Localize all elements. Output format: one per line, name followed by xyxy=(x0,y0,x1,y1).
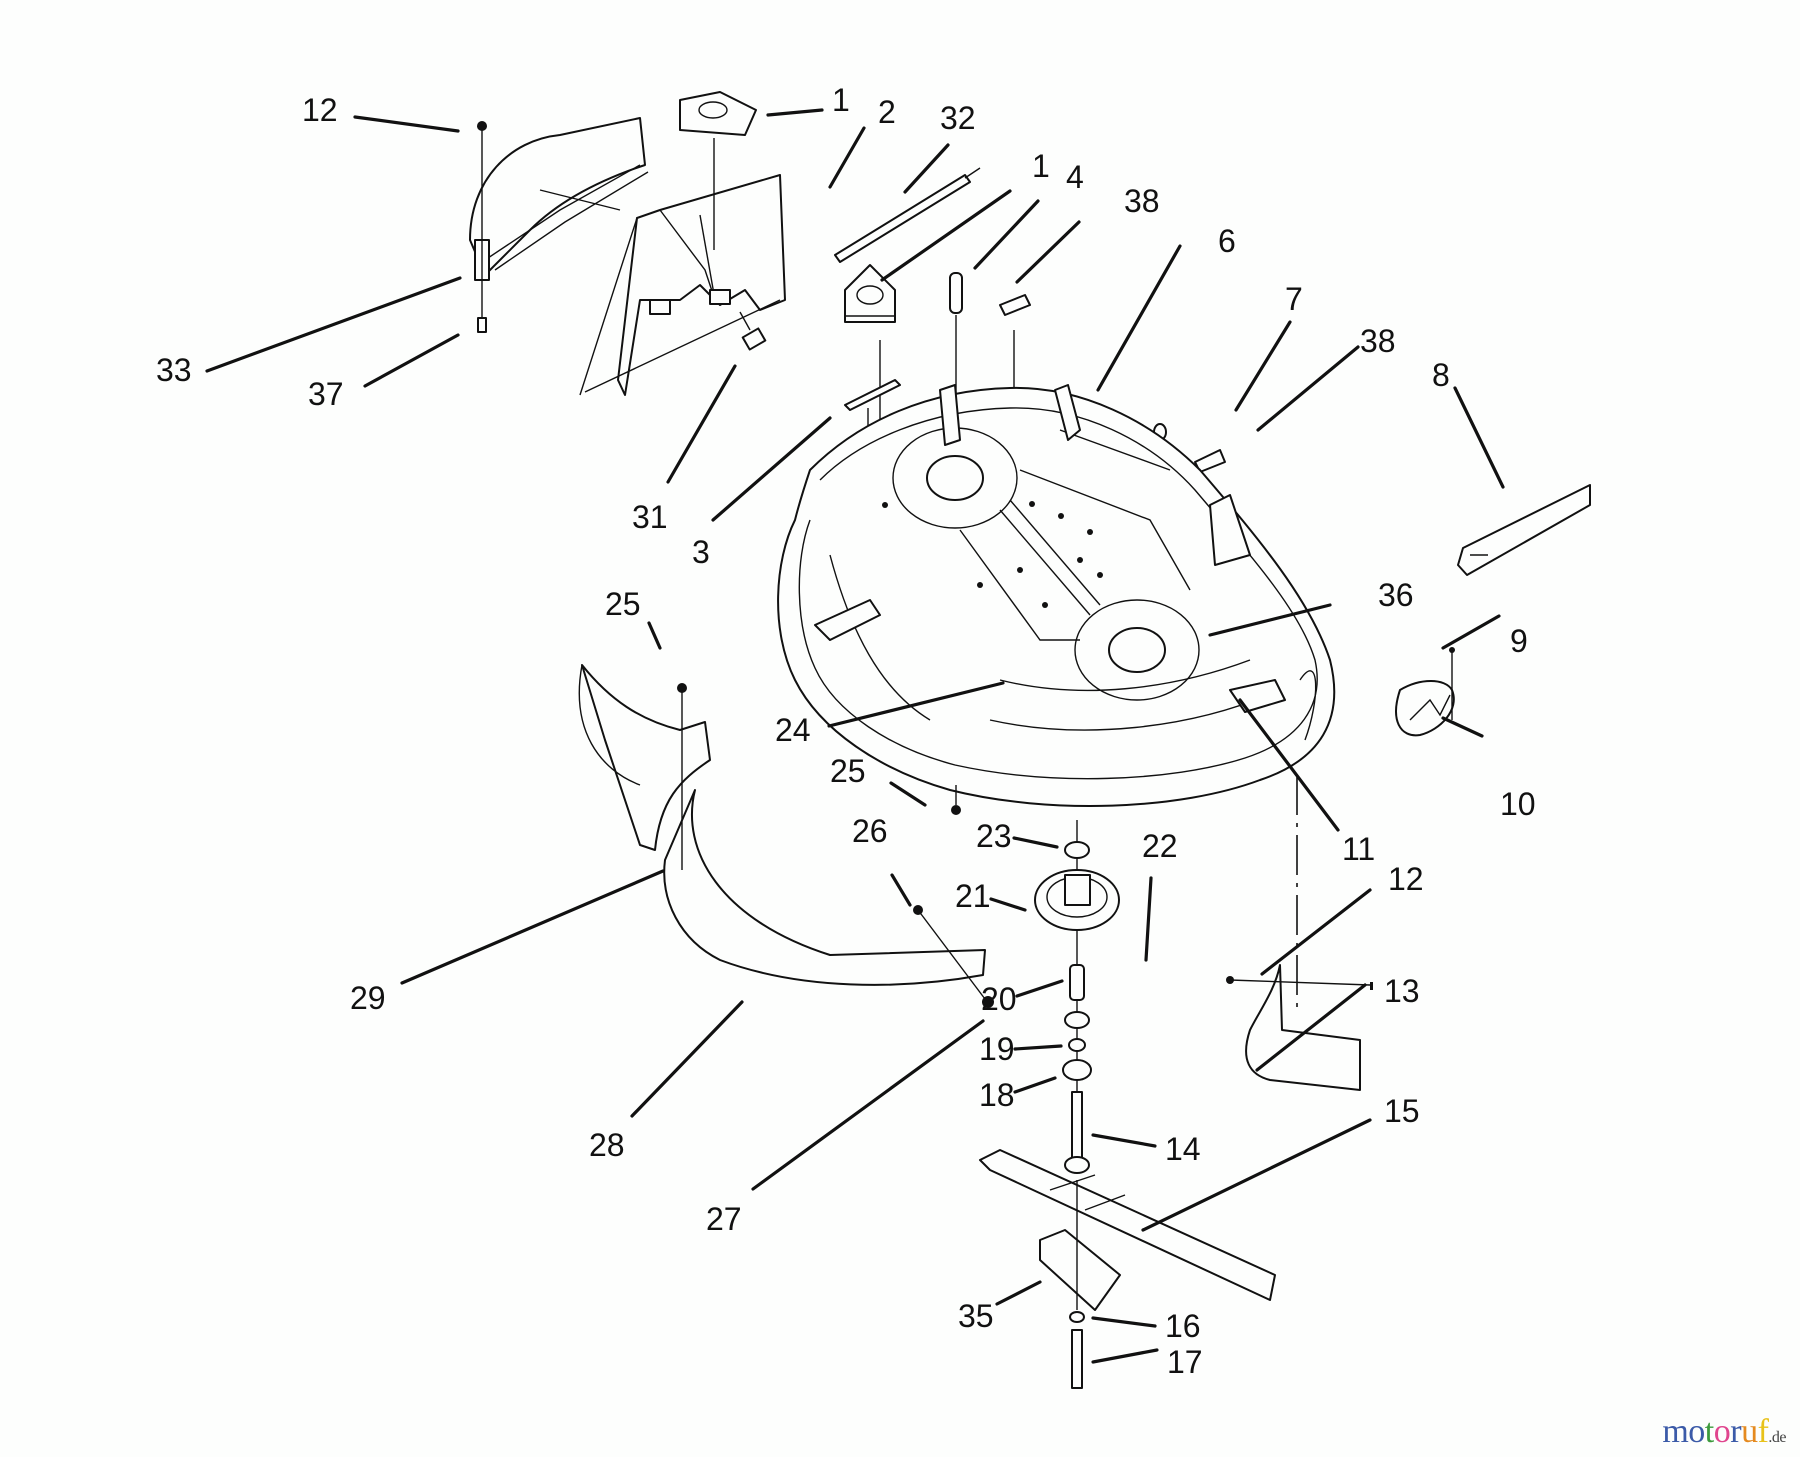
callout-16: 16 xyxy=(1165,1308,1201,1344)
callout-28: 28 xyxy=(589,1127,625,1163)
leader-lines xyxy=(205,108,1505,1364)
callout-13: 13 xyxy=(1384,973,1420,1009)
part-19-washer xyxy=(1068,1038,1086,1052)
callout-12-b: 12 xyxy=(1388,861,1424,897)
callout-14: 14 xyxy=(1165,1131,1201,1167)
callout-26: 26 xyxy=(852,813,888,849)
part-23-bearing xyxy=(1064,841,1090,859)
callout-15: 15 xyxy=(1384,1093,1420,1129)
part-16-washer xyxy=(1069,1311,1085,1323)
watermark-letters: motoruf xyxy=(1662,1413,1769,1450)
callout-32: 32 xyxy=(940,100,976,136)
watermark-letter: r xyxy=(1730,1413,1742,1450)
watermark-letter: o xyxy=(1713,1413,1731,1450)
part-33-deflector-bracket xyxy=(469,117,649,333)
callout-36: 36 xyxy=(1378,577,1414,613)
watermark-letter: u xyxy=(1741,1413,1758,1450)
callout-38: 38 xyxy=(1124,183,1160,219)
watermark-letter: f xyxy=(1757,1413,1769,1450)
part-2-discharge-chute xyxy=(539,174,786,396)
callout-1-b: 1 xyxy=(1032,148,1050,184)
part-35-blade-bracket xyxy=(1039,1180,1121,1311)
watermark-letter: t xyxy=(1704,1413,1714,1450)
part-15-blade xyxy=(979,1149,1276,1301)
watermark-logo: motoruf.de xyxy=(1662,1413,1786,1451)
callout-29: 29 xyxy=(350,980,386,1016)
callout-9: 9 xyxy=(1510,623,1528,659)
callout-25-b: 25 xyxy=(830,753,866,789)
spindle-assembly xyxy=(1034,820,1120,1174)
callout-4: 4 xyxy=(1066,159,1084,195)
part-26-screw xyxy=(913,905,923,915)
part-17-bolt xyxy=(1071,1329,1083,1389)
part-8-baffle-strip xyxy=(1457,484,1591,576)
callout-12: 12 xyxy=(302,92,338,128)
watermark-letter: m xyxy=(1662,1413,1689,1450)
part-27-nut xyxy=(982,996,994,1008)
callout-25: 25 xyxy=(605,586,641,622)
callout-labels: 12 1 2 32 1 4 38 6 7 38 8 33 37 31 3 36 … xyxy=(156,82,1536,1380)
part-6-deck-shell xyxy=(777,384,1336,807)
callout-23: 23 xyxy=(976,818,1012,854)
part-29-baffle xyxy=(578,664,711,851)
callout-11: 11 xyxy=(1342,831,1375,867)
callout-8: 8 xyxy=(1432,357,1450,393)
callout-2: 2 xyxy=(878,94,896,130)
part-32-rod xyxy=(834,167,981,263)
callout-3: 3 xyxy=(692,534,710,570)
callout-31: 31 xyxy=(632,499,668,535)
part-31-spring xyxy=(739,311,767,351)
part-1-top-plate xyxy=(679,91,757,250)
callout-6: 6 xyxy=(1218,223,1236,259)
part-20-spacer xyxy=(1069,964,1085,1001)
part-14-shaft xyxy=(1071,1091,1083,1163)
callout-27: 27 xyxy=(706,1201,742,1237)
callout-17: 17 xyxy=(1167,1344,1203,1380)
callout-18: 18 xyxy=(979,1077,1015,1113)
callout-19: 19 xyxy=(979,1031,1015,1067)
callout-33: 33 xyxy=(156,352,192,388)
part-13-baffle xyxy=(1226,964,1373,1091)
part-18-pulley xyxy=(1062,1059,1092,1081)
callout-21: 21 xyxy=(955,878,991,914)
callout-10: 10 xyxy=(1500,786,1536,822)
callout-38-b: 38 xyxy=(1360,323,1396,359)
callout-7: 7 xyxy=(1285,281,1303,317)
part-10-cover xyxy=(1395,647,1455,737)
callout-20: 20 xyxy=(981,981,1017,1017)
watermark-letter: o xyxy=(1688,1413,1705,1450)
callout-1: 1 xyxy=(832,82,850,118)
callout-24: 24 xyxy=(775,712,811,748)
part-25-nut xyxy=(951,805,961,815)
callout-22: 22 xyxy=(1142,828,1178,864)
callout-37: 37 xyxy=(308,376,344,412)
callout-35: 35 xyxy=(958,1298,994,1334)
part-28-baffle-curve xyxy=(663,683,986,986)
watermark-tld: .de xyxy=(1768,1429,1786,1446)
